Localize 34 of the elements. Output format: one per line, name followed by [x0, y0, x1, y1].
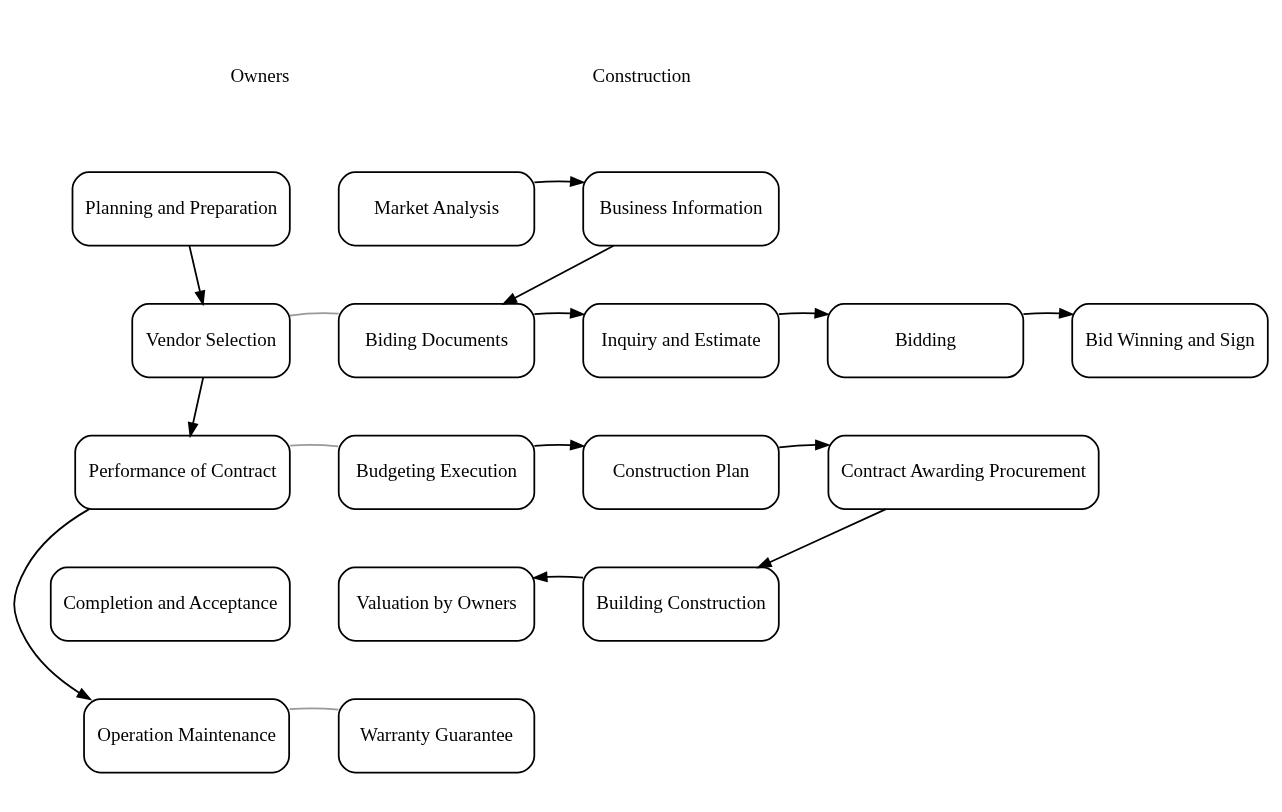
connector [289, 443, 340, 447]
arrow [13, 507, 93, 701]
node-box: Planning and Preparation [71, 170, 291, 246]
node-box: Budgeting Execution [337, 434, 536, 510]
arrow [533, 175, 586, 187]
arrow [501, 244, 615, 305]
node-box: Bid Winning and Sign [1071, 302, 1269, 378]
node-box: Valuation by Owners [337, 566, 536, 642]
label: Owners [230, 64, 290, 86]
connector [289, 311, 340, 316]
node-box: Performance of Contract [74, 434, 291, 510]
connector [288, 707, 340, 711]
arrow [531, 570, 584, 582]
node-box: Business Information [582, 170, 780, 246]
node-box: Bidding [826, 302, 1025, 378]
label: Construction [592, 64, 691, 86]
node-box: Vendor Selection [131, 302, 291, 378]
node-box: Operation Maintenance [83, 697, 291, 773]
arrow [755, 507, 887, 569]
node-box: Completion and Acceptance [49, 566, 291, 642]
node-box: Biding Documents [337, 302, 536, 378]
node-box: Market Analysis [337, 170, 536, 246]
node-box: Construction Plan [582, 434, 780, 510]
node-box: Inquiry and Estimate [582, 302, 780, 378]
arrow [1022, 307, 1075, 319]
arrow [533, 307, 586, 319]
node-box: Warranty Guarantee [337, 697, 536, 773]
arrow [778, 307, 831, 319]
node-box: Building Construction [582, 566, 780, 642]
arrow [187, 376, 205, 438]
arrow [533, 439, 586, 451]
arrow [778, 438, 831, 450]
arrow [188, 244, 206, 306]
node-box: Contract Awarding Procurement [827, 434, 1100, 510]
